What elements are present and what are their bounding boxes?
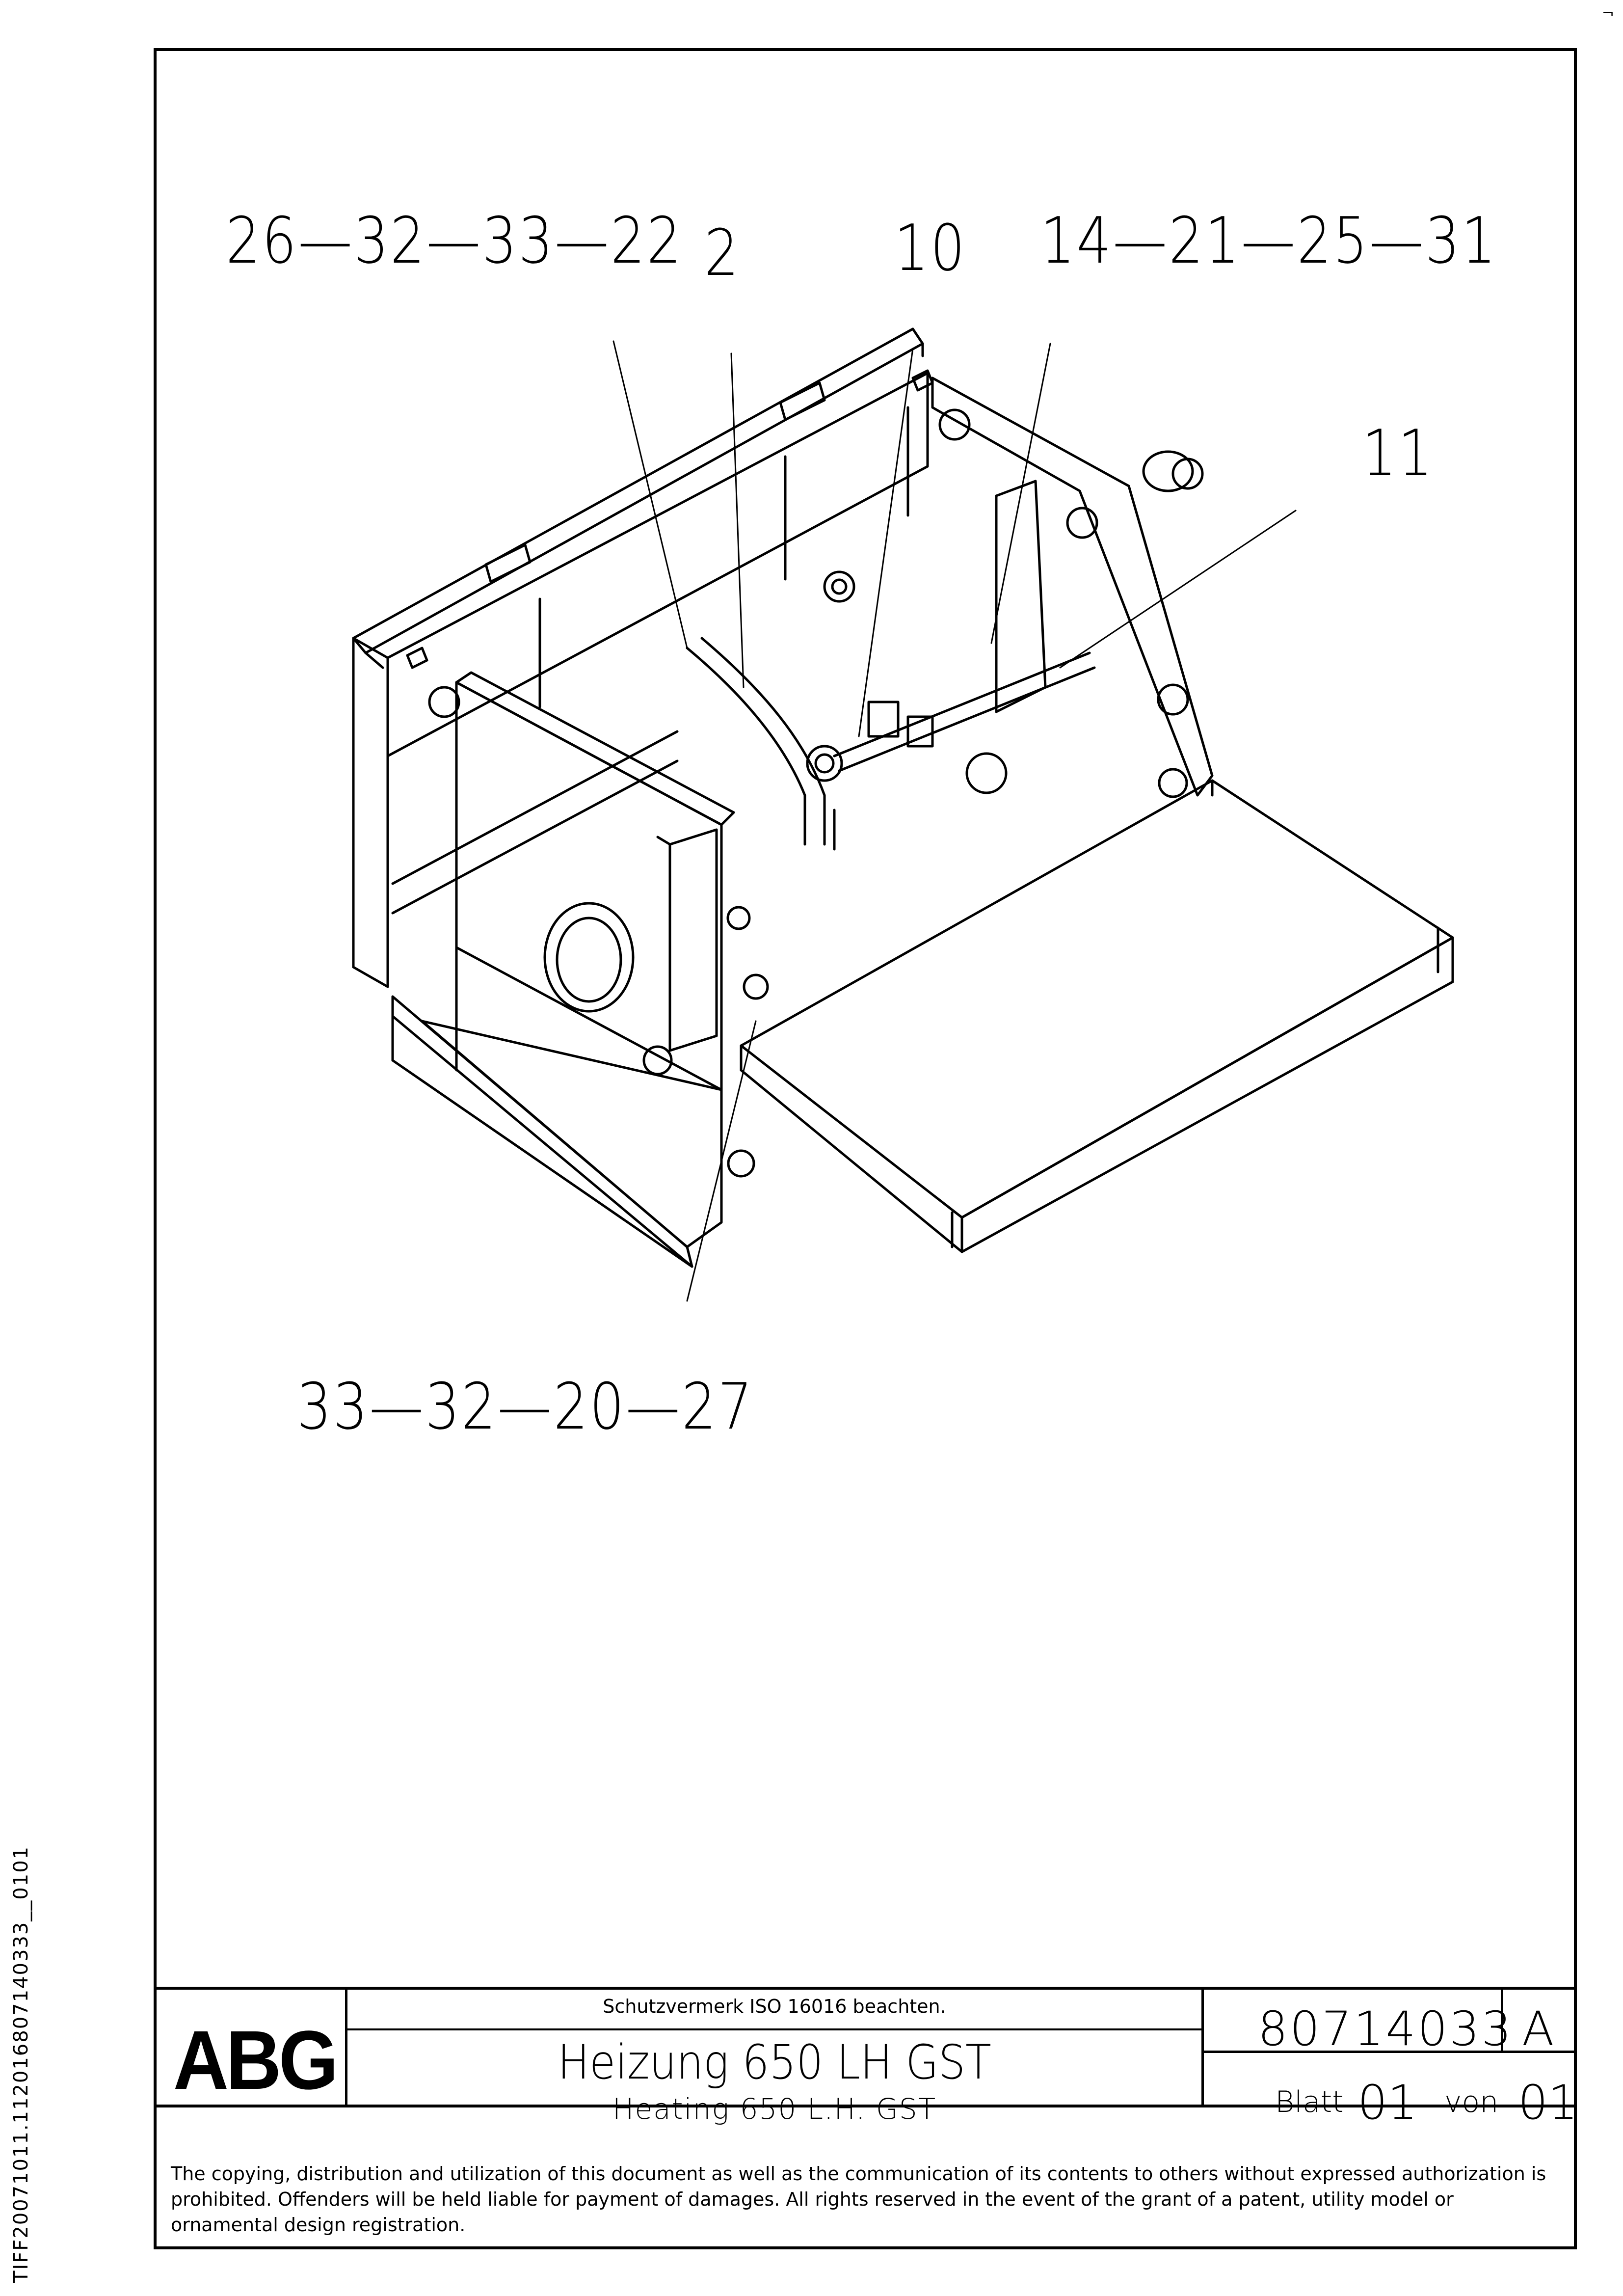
copyright-notice: The copying, distribution and utilizatio…	[171, 2163, 1546, 2236]
side-file-code: TIFF20071011.112016807140333__0101	[10, 1845, 32, 2283]
fasteners	[428, 408, 1204, 1178]
total-sheets: 01	[1518, 2075, 1578, 2130]
left-housing	[352, 372, 929, 988]
title-block: ABG Schutzvermerk ISO 16016 beachten. He…	[154, 1987, 1578, 2249]
front-plate	[455, 671, 735, 1091]
revision: A	[1522, 2001, 1554, 2056]
top-cover	[352, 327, 934, 669]
title-german: Heizung 650 LH GST	[558, 2035, 991, 2090]
step-plate	[740, 779, 1454, 1253]
right-bracket	[931, 377, 1214, 797]
sheet-number: 01	[1357, 2075, 1418, 2130]
drawing-frame	[154, 48, 1577, 2249]
callout-33-32-20-27: 33—32—20—27	[297, 1369, 754, 1444]
document-number: 80714033	[1258, 2001, 1514, 2056]
of-label: von	[1444, 2085, 1499, 2119]
callout-2: 2	[704, 216, 741, 290]
callout-11: 11	[1362, 416, 1435, 490]
corner-mark: ¬	[1601, 5, 1614, 22]
sheet-label: Blatt	[1275, 2085, 1344, 2119]
callout-26-32-33-22: 26—32—33—22	[226, 203, 683, 278]
callout-14-21-25-31: 14—21—25—31	[1040, 203, 1498, 278]
callout-10: 10	[894, 211, 967, 285]
abg-logo: ABG	[173, 2014, 339, 2107]
base-tray	[391, 995, 723, 1268]
title-english: Heating 650 L.H. GST	[612, 2092, 937, 2126]
protection-notice: Schutzvermerk ISO 16016 beachten.	[603, 1996, 946, 2017]
pipe-assembly	[686, 637, 1096, 851]
